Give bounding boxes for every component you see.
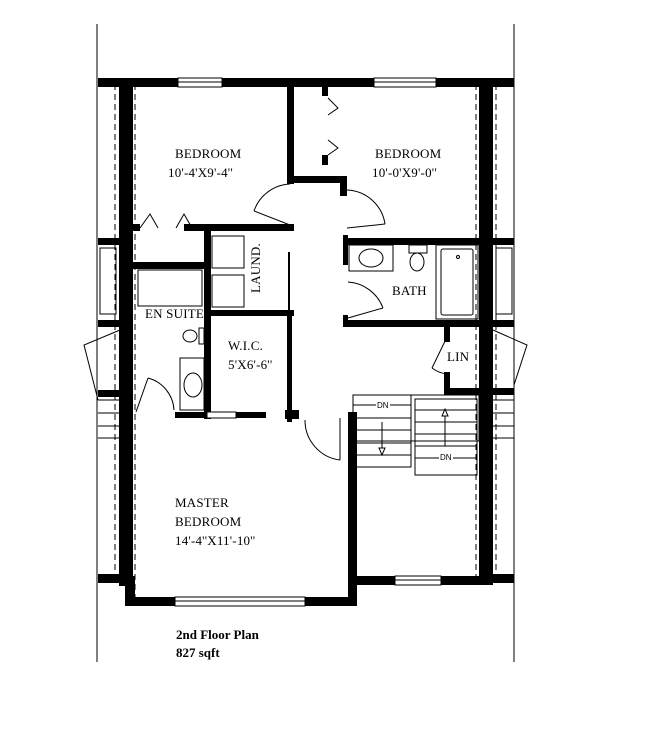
room-name: LIN — [447, 349, 470, 364]
room-size: 10'-4'X9'-4'' — [168, 164, 233, 180]
room-label-bedroom-nw: BEDROOM 10'-4'X9'-4'' — [168, 145, 242, 183]
room-size: 5'X6'-6'' — [228, 356, 273, 372]
staircase — [352, 394, 480, 476]
room-label-wic: W.I.C. 5'X6'-6'' — [228, 337, 272, 375]
room-name: EN SUITE — [145, 306, 205, 321]
room-name-line1: MASTER — [175, 495, 229, 510]
exterior-steps — [83, 247, 528, 439]
doors — [135, 97, 448, 461]
room-name: W.I.C. — [228, 338, 264, 353]
room-label-bath: BATH — [392, 282, 427, 301]
room-label-ensuite: EN SUITE — [145, 305, 204, 324]
room-name: LAUND. — [248, 243, 263, 293]
stair-label-down-right: DN — [439, 453, 453, 462]
room-label-linen: LIN — [447, 348, 469, 367]
room-name: BATH — [392, 283, 427, 298]
room-name-line2: BEDROOM — [175, 513, 242, 529]
plan-area: 827 sqft — [176, 644, 220, 660]
plan-title: 2nd Floor Plan — [176, 627, 259, 642]
stair-label-down-left: DN — [376, 401, 390, 410]
room-label-master-bedroom: MASTER BEDROOM 14'-4''X11'-10'' — [175, 494, 255, 551]
dashed-wall-lines — [114, 84, 497, 600]
walls — [98, 78, 514, 606]
windows — [174, 77, 442, 607]
room-size: 14'-4''X11'-10'' — [175, 532, 256, 548]
site-boundary-lines — [96, 24, 515, 662]
room-label-bedroom-ne: BEDROOM 10'-0'X9'-0'' — [372, 145, 442, 183]
room-size: 10'-0'X9'-0'' — [372, 164, 437, 180]
room-name: BEDROOM — [175, 146, 242, 161]
fixtures — [137, 235, 479, 411]
plan-caption: 2nd Floor Plan 827 sqft — [176, 626, 259, 661]
room-name: BEDROOM — [375, 146, 442, 161]
room-label-laundry: LAUND. — [247, 243, 266, 293]
